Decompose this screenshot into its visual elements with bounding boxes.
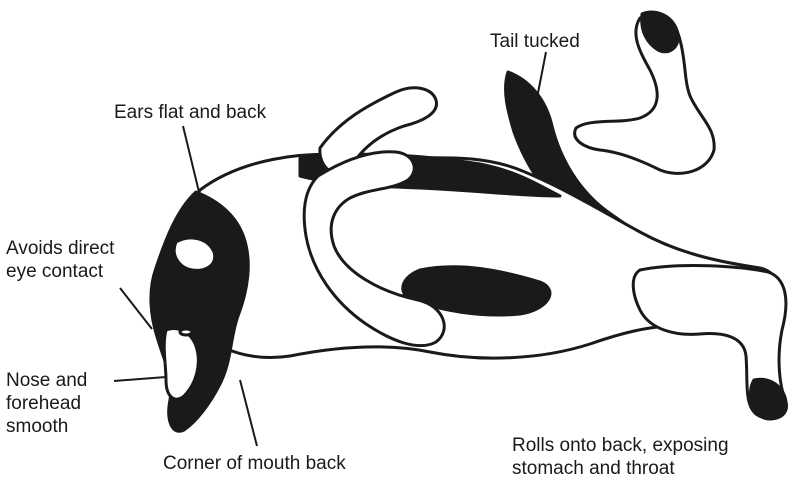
label-avoids-eye-contact: Avoids direct eye contact — [6, 237, 114, 283]
label-tail-tucked: Tail tucked — [490, 30, 580, 53]
label-rolls-onto-back: Rolls onto back, exposing stomach and th… — [512, 434, 729, 480]
leader-mouth — [240, 380, 257, 446]
leader-eye — [120, 288, 152, 329]
rear-leg-up — [575, 15, 715, 173]
ear — [174, 238, 214, 270]
leader-tail — [537, 52, 546, 98]
label-corner-of-mouth: Corner of mouth back — [163, 452, 346, 475]
dog-figure — [151, 12, 787, 431]
label-nose-forehead: Nose and forehead smooth — [6, 369, 87, 438]
leader-nose — [114, 377, 166, 381]
leader-ears — [183, 126, 199, 192]
label-ears-flat: Ears flat and back — [114, 101, 266, 124]
dog-head — [151, 192, 248, 431]
dog-eye — [180, 329, 192, 335]
